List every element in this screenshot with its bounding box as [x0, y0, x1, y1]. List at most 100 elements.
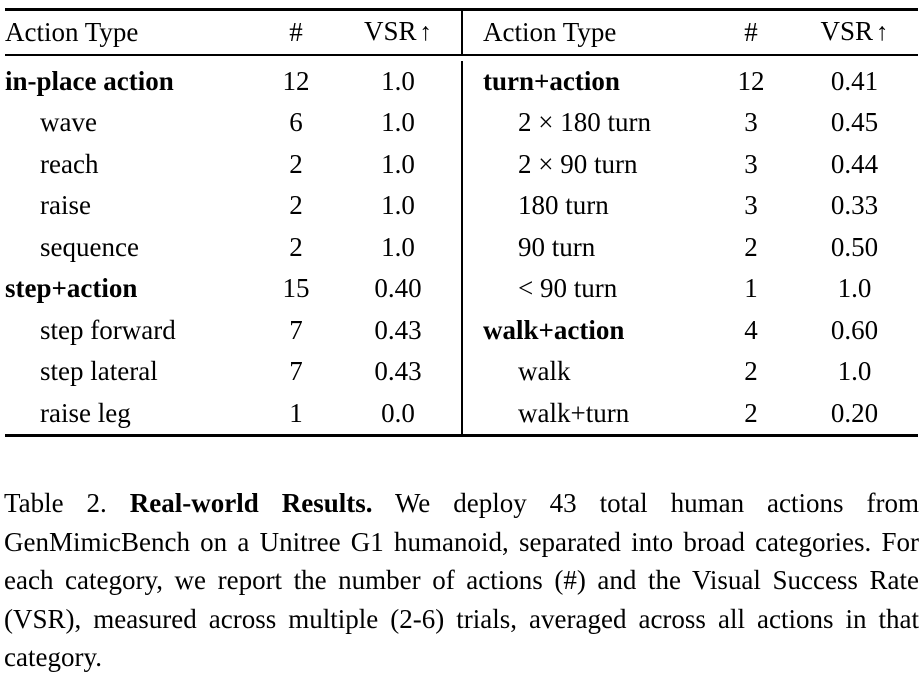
- header-action-type-right: Action Type: [483, 16, 617, 47]
- cell-vsr: 1.0: [381, 148, 415, 179]
- cell-action-type: 2 × 180 turn: [461, 102, 711, 144]
- header-row-left: Action Type # VSR↑: [5, 11, 461, 54]
- cell-count: 2: [289, 148, 303, 179]
- cell-action-type-label: raise: [40, 190, 91, 220]
- table-row: raise leg 1 0.0: [5, 393, 461, 435]
- cell-vsr: 0.60: [830, 314, 879, 345]
- cell-count: 2: [744, 231, 758, 262]
- caption-title: Real-world Results.: [129, 488, 373, 518]
- up-arrow-icon-right: ↑: [876, 19, 889, 46]
- cell-action-type: 90 turn: [461, 227, 711, 269]
- cell-count: 3: [744, 148, 758, 179]
- cell-vsr: 0.20: [830, 397, 879, 428]
- cell-vsr: 0.0: [381, 397, 415, 428]
- cell-action-type-label: 2 × 180 turn: [518, 107, 651, 137]
- cell-count: 2: [289, 190, 303, 220]
- cell-action-type: < 90 turn: [461, 268, 711, 310]
- table-top-rule: [5, 8, 918, 11]
- cell-action-type: sequence: [5, 227, 257, 269]
- cell-vsr: 1.0: [381, 107, 415, 137]
- cell-count: 4: [744, 314, 758, 345]
- cell-action-type: raise leg: [5, 393, 257, 435]
- column-divider-body: [461, 60, 463, 434]
- table-row: walk+turn 2 0.20: [461, 393, 918, 435]
- cell-vsr: 0.45: [830, 107, 879, 137]
- table-row: 180 turn 3 0.33: [461, 185, 918, 227]
- cell-vsr: 0.50: [830, 231, 879, 262]
- cell-action-type-label: walk+turn: [518, 397, 630, 428]
- cell-action-type: step forward: [5, 310, 257, 352]
- cell-action-type: walk: [461, 351, 711, 393]
- results-table: Action Type # VSR↑ Action Type # VSR↑: [5, 8, 918, 437]
- cell-action-type: 180 turn: [461, 185, 711, 227]
- header-vsr-label-right: VSR: [820, 16, 874, 46]
- table-row: 90 turn 2 0.50: [461, 227, 918, 269]
- cell-action-type: wave: [5, 102, 257, 144]
- cell-count: 2: [744, 397, 758, 428]
- cell-vsr: 1.0: [381, 65, 415, 96]
- table-row: raise 2 1.0: [5, 185, 461, 227]
- column-divider-header: [461, 11, 463, 54]
- cell-vsr: 0.33: [830, 190, 879, 220]
- cell-action-type-label: 180 turn: [518, 190, 609, 220]
- cell-action-type-label: raise leg: [40, 397, 131, 428]
- up-arrow-icon-left: ↑: [419, 19, 433, 46]
- cell-action-type: reach: [5, 144, 257, 186]
- cell-count: 6: [289, 107, 303, 137]
- cell-count: 12: [282, 65, 310, 96]
- header-action-type-left: Action Type: [5, 16, 139, 47]
- cell-count: 1: [744, 273, 758, 303]
- cell-action-type: step+action: [5, 273, 138, 303]
- table-caption: Table 2. Real-world Results. We deploy 4…: [4, 484, 919, 677]
- cell-action-type-label: step lateral: [40, 356, 158, 386]
- header-row-right: Action Type # VSR↑: [461, 11, 918, 54]
- right-panel-header: Action Type # VSR↑: [461, 11, 918, 54]
- header-count-right: #: [744, 16, 758, 47]
- cell-count: 2: [744, 356, 758, 386]
- table-row: walk 2 1.0: [461, 351, 918, 393]
- cell-count: 3: [744, 190, 758, 220]
- caption-body: We deploy 43 total human actions from Ge…: [4, 488, 919, 672]
- cell-action-type: turn+action: [483, 65, 620, 96]
- cell-count: 1: [289, 397, 303, 428]
- table-row: step lateral 7 0.43: [5, 351, 461, 393]
- cell-action-type: step lateral: [5, 351, 257, 393]
- table-row: reach 2 1.0: [5, 144, 461, 186]
- cell-vsr: 1.0: [837, 356, 872, 386]
- header-vsr-right: VSR↑: [791, 11, 918, 54]
- cell-action-type-label: < 90 turn: [518, 273, 618, 303]
- cell-action-type: walk+action: [483, 314, 625, 345]
- left-panel-header: Action Type # VSR↑: [5, 11, 461, 54]
- cell-count: 7: [289, 356, 303, 386]
- cell-vsr: 1.0: [381, 231, 415, 262]
- table-bottom-rule: [5, 434, 918, 437]
- table-mid-rule: [5, 53, 918, 56]
- cell-action-type-label: 2 × 90 turn: [518, 148, 638, 179]
- cell-count: 7: [289, 314, 303, 345]
- cell-count: 2: [289, 231, 303, 262]
- cell-count: 12: [737, 65, 765, 96]
- cell-action-type-label: sequence: [40, 231, 139, 262]
- cell-vsr: 1.0: [381, 190, 415, 220]
- cell-vsr: 0.43: [374, 314, 422, 345]
- cell-action-type-label: step forward: [40, 314, 176, 345]
- cell-action-type-label: walk: [518, 356, 571, 386]
- cell-vsr: 1.0: [837, 273, 872, 303]
- cell-vsr: 0.43: [374, 356, 422, 386]
- header-count-left: #: [289, 16, 303, 47]
- cell-count: 3: [744, 107, 758, 137]
- table-row: < 90 turn 1 1.0: [461, 268, 918, 310]
- caption-number: Table 2.: [4, 488, 107, 518]
- table-row: wave 6 1.0: [5, 102, 461, 144]
- table-row: sequence 2 1.0: [5, 227, 461, 269]
- cell-count: 15: [282, 273, 310, 303]
- cell-vsr: 0.41: [830, 65, 879, 96]
- cell-action-type-label: wave: [40, 107, 97, 137]
- cell-action-type-label: 90 turn: [518, 231, 596, 262]
